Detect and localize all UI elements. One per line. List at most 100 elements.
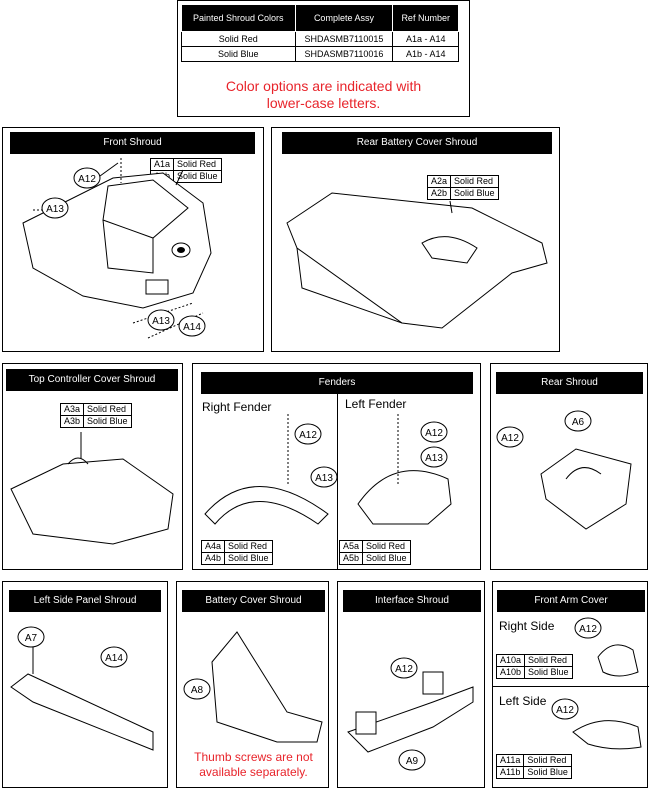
callout-bubble: A9	[398, 749, 426, 771]
callout-label: A7	[25, 633, 38, 644]
part-color: Solid Blue	[224, 552, 273, 565]
callout-label: A12	[425, 428, 443, 439]
front-arm-callouts: A12 A12	[551, 617, 602, 720]
callout-bubble: A12	[294, 423, 322, 445]
panel-title: Front Shroud	[10, 132, 255, 154]
color-table: Painted Shroud Colors Complete Assy Ref …	[181, 4, 459, 62]
part-color: Solid Blue	[450, 187, 499, 200]
callout-bubble: A13	[147, 309, 175, 331]
color-note-line: lower-case letters.	[266, 95, 381, 111]
part-ref: A10a	[495, 654, 526, 667]
part-color: Solid Blue	[173, 170, 222, 183]
part-ref: A3b	[59, 415, 85, 428]
rear-battery-drawing	[286, 192, 548, 329]
callout-label: A12	[579, 624, 597, 635]
part-color: Solid Blue	[523, 766, 572, 779]
table-cell: A1a - A14	[392, 31, 459, 47]
part-ref: A2b	[426, 187, 452, 200]
callout-bubble: A12	[574, 617, 602, 639]
callout-label: A14	[183, 322, 201, 333]
part-ref: A4b	[200, 552, 226, 565]
fender-divider	[337, 394, 338, 569]
callout-bubble: A13	[41, 197, 69, 219]
left-fender-label: Left Fender	[345, 397, 407, 411]
fenders-drawing	[204, 414, 452, 525]
callout-bubble: A7	[17, 626, 45, 648]
interface-panel: Interface Shroud A12 A9	[337, 581, 485, 788]
note-line: Thumb screws are not	[194, 750, 313, 764]
panel-title: Top Controller Cover Shroud	[6, 369, 178, 391]
callout-bubble: A12	[73, 167, 101, 189]
panel-title: Battery Cover Shroud	[182, 590, 325, 612]
part-ref: A4a	[200, 540, 226, 553]
left-side-drawing	[10, 647, 154, 751]
color-table-header: Ref Number	[392, 4, 459, 32]
callout-bubble: A12	[551, 698, 579, 720]
callout-label: A6	[572, 417, 585, 428]
left-side-label: Left Side	[499, 694, 547, 708]
color-note-line: Color options are indicated with	[225, 78, 422, 94]
panel-title: Front Arm Cover	[497, 590, 645, 612]
callout-bubble: A13	[310, 466, 338, 488]
interface-callouts: A12 A9	[390, 657, 426, 771]
battery-cover-drawing	[211, 631, 323, 743]
callout-label: A13	[46, 204, 64, 215]
color-table-header: Painted Shroud Colors	[181, 4, 296, 32]
part-color: Solid Blue	[524, 666, 573, 679]
callout-label: A8	[191, 685, 204, 696]
front-shroud-drawing	[22, 158, 212, 339]
callout-bubble: A12	[420, 421, 448, 443]
front-shroud-callouts: A12 A13 A13 A14	[41, 162, 206, 337]
table-row: Solid Blue SHDASMB7110016 A1b - A14	[181, 46, 459, 62]
callout-label: A13	[152, 316, 170, 327]
table-row: Solid Red SHDASMB7110015 A1a - A14	[181, 31, 459, 47]
callout-label: A14	[105, 653, 123, 664]
callout-bubble: A8	[183, 678, 211, 700]
callout-bubble: A14	[178, 315, 206, 337]
panel-title: Rear Battery Cover Shroud	[282, 132, 552, 154]
callout-label: A13	[425, 453, 443, 464]
callout-label: A12	[501, 433, 519, 444]
rear-shroud-callouts: A12 A6	[496, 410, 592, 448]
arm-divider	[493, 686, 649, 687]
table-cell: SHDASMB7110016	[294, 46, 394, 62]
left-side-panel: Left Side Panel Shroud A7 A14	[2, 581, 168, 788]
table-cell: Solid Blue	[181, 46, 296, 62]
part-ref: A11b	[495, 766, 525, 779]
left-side-callouts: A7 A14	[17, 626, 128, 668]
panel-title: Interface Shroud	[343, 590, 481, 612]
callout-bubble: A12	[496, 426, 524, 448]
battery-cover-panel: Battery Cover Shroud A8 Thumb screws are…	[176, 581, 329, 788]
front-arm-drawing	[572, 644, 642, 750]
table-cell: Solid Red	[181, 31, 296, 47]
callout-label: A12	[78, 174, 96, 185]
callout-bubble: A6	[564, 410, 592, 432]
panel-title: Rear Shroud	[496, 372, 643, 394]
top-controller-drawing	[10, 432, 174, 545]
note-line: available separately.	[199, 765, 308, 779]
callout-label: A12	[556, 705, 574, 716]
callout-bubble: A14	[100, 646, 128, 668]
callout-bubble: A12	[390, 657, 418, 679]
right-fender-label: Right Fender	[202, 400, 272, 414]
part-ref: A5b	[338, 552, 364, 565]
part-color: Solid Blue	[83, 415, 132, 428]
callout-label: A12	[299, 430, 317, 441]
panel-title: Left Side Panel Shroud	[9, 590, 161, 612]
part-ref: A10b	[495, 666, 526, 679]
callout-label: A12	[395, 664, 413, 675]
part-color: Solid Blue	[362, 552, 411, 565]
interface-drawing	[347, 671, 474, 753]
front-arm-panel: Front Arm Cover Right Side Left Side A10…	[492, 581, 649, 788]
rear-shroud-panel: Rear Shroud A12 A6	[490, 363, 648, 570]
table-cell: SHDASMB7110015	[294, 31, 394, 47]
battery-cover-callouts: A8	[183, 678, 211, 700]
